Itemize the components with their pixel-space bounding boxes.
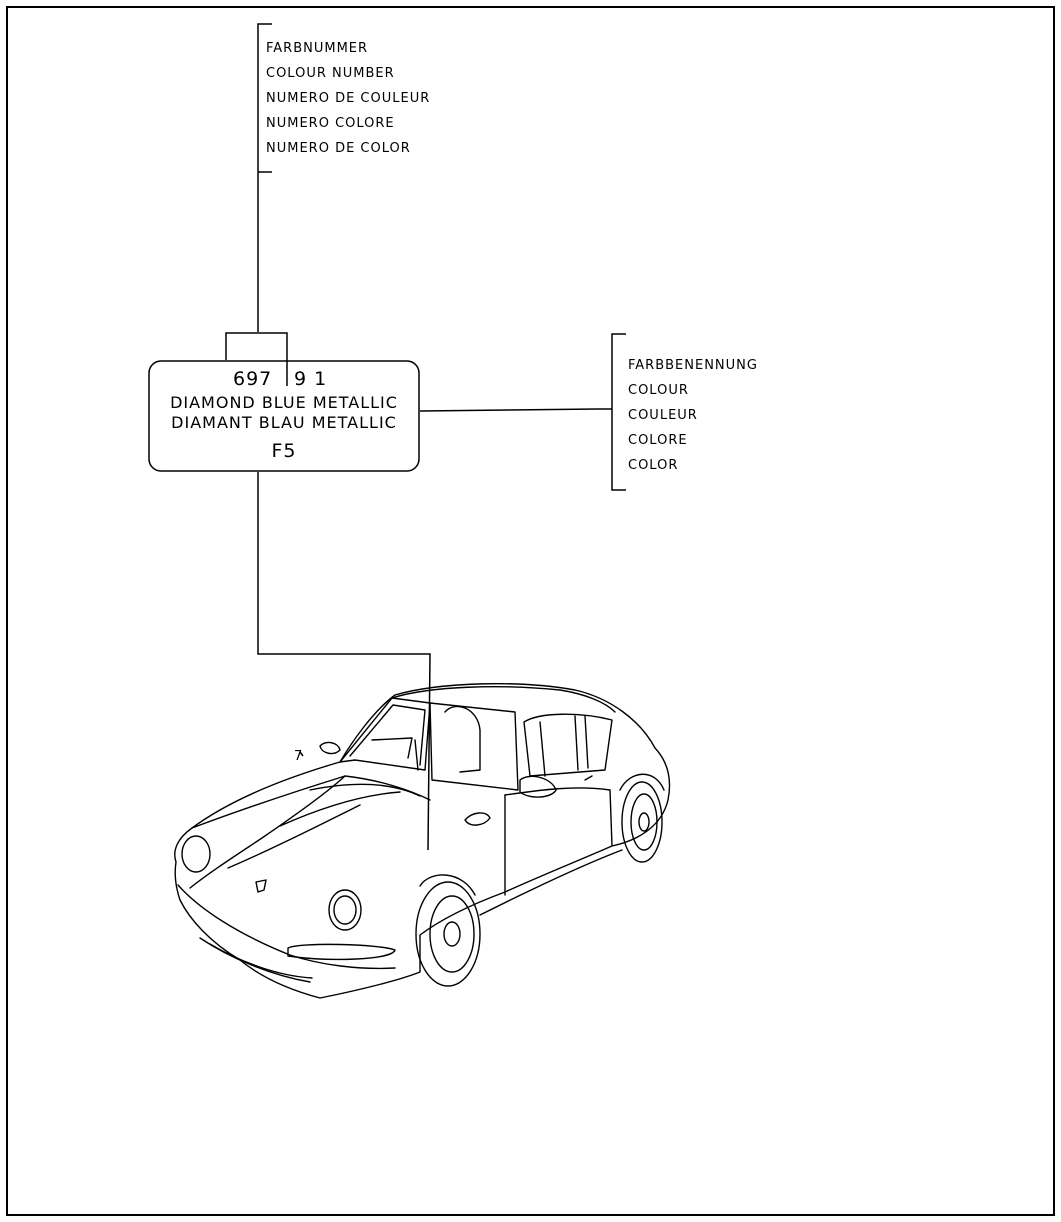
plate-leader-line xyxy=(257,472,431,851)
colour-name-label-fr: COULEUR xyxy=(628,408,698,423)
colour-name-label-de: FARBBENENNUNG xyxy=(628,358,758,373)
plate-colour-name-en: DIAMOND BLUE METALLIC xyxy=(170,393,398,412)
callout-mark: 7 xyxy=(294,749,303,764)
colour-number-bracket: FARBNUMMER COLOUR NUMBER NUMERO DE COULE… xyxy=(225,23,430,386)
colour-name-bracket: FARBBENENNUNG COLOUR COULEUR COLORE COLO… xyxy=(419,333,758,491)
colour-number-label-fr: NUMERO DE COULEUR xyxy=(266,91,430,106)
callout-tick xyxy=(299,751,304,757)
colour-number-label-es: NUMERO DE COLOR xyxy=(266,141,411,156)
plate-colour-name-de: DIAMANT BLAU METALLIC xyxy=(171,413,397,432)
colour-name-label-it: COLORE xyxy=(628,433,688,448)
colour-name-label-en: COLOUR xyxy=(628,383,689,398)
plate-number-part-a: 697 xyxy=(233,368,272,390)
plate-number-part-b: 9 1 xyxy=(294,368,327,390)
drawing-frame xyxy=(6,6,1055,1216)
colour-number-label-it: NUMERO COLORE xyxy=(266,116,395,131)
plate-code: F5 xyxy=(271,440,296,462)
colour-number-label-en: COLOUR NUMBER xyxy=(266,66,395,81)
colour-number-label-de: FARBNUMMER xyxy=(266,41,368,56)
colour-plate: 697 9 1 DIAMOND BLUE METALLIC DIAMANT BL… xyxy=(148,360,420,472)
colour-name-label-es: COLOR xyxy=(628,458,678,473)
car-illustration xyxy=(174,682,671,999)
